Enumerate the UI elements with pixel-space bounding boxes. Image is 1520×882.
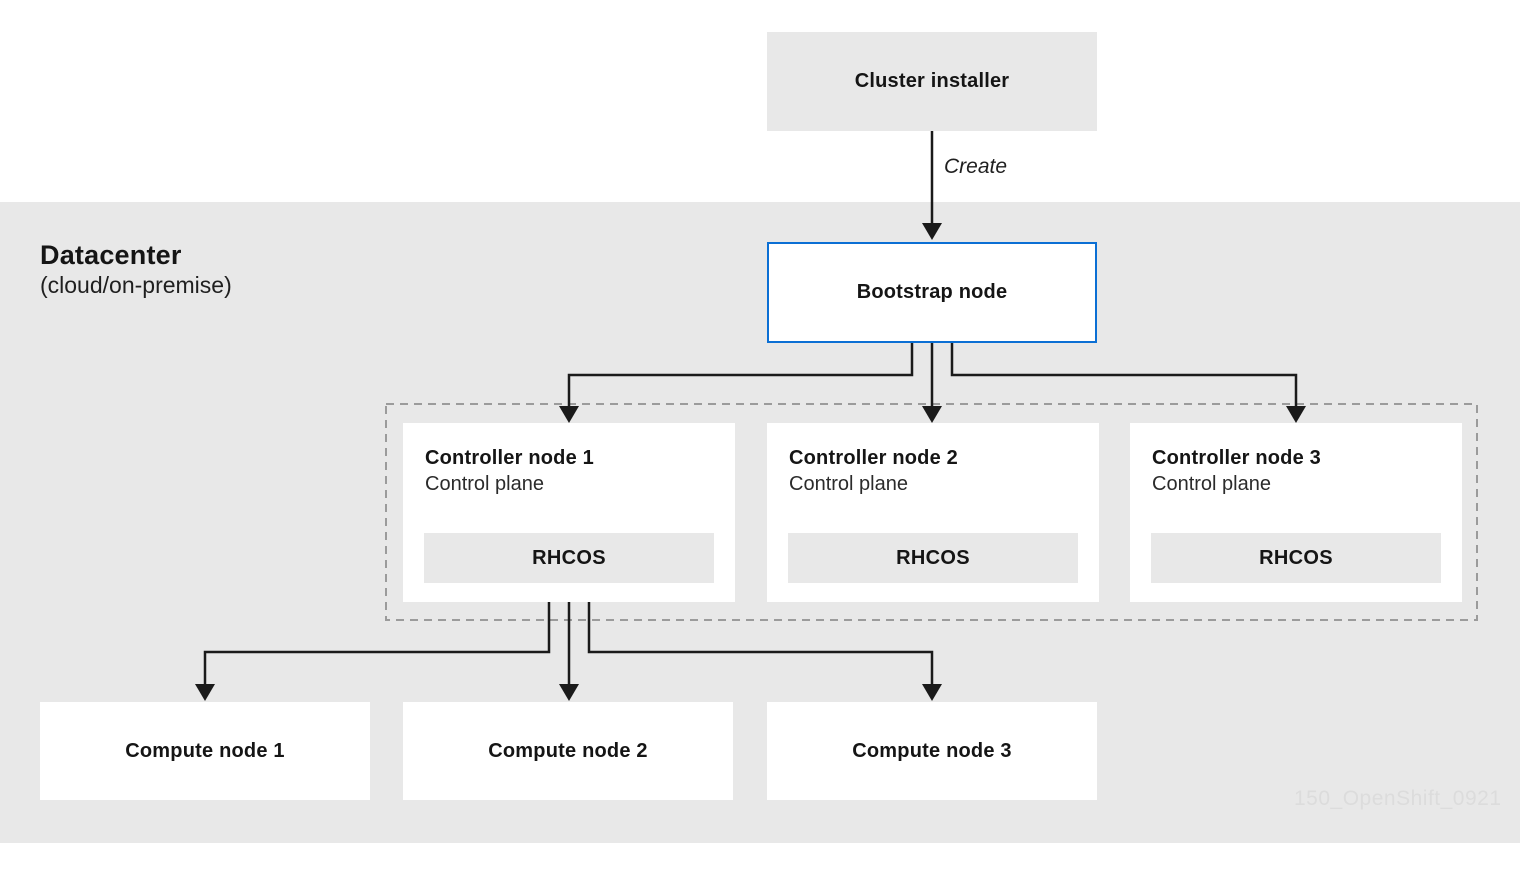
arrowhead-controller-2 (922, 406, 942, 423)
controller-2-title: Controller node 2 (789, 447, 958, 469)
arrowhead-controller-3 (1286, 406, 1306, 423)
datacenter-label: Datacenter (cloud/on-premise) (40, 240, 232, 300)
watermark-text: 150_OpenShift_0921 (1294, 787, 1502, 810)
edge-bootstrap-controller-3 (950, 343, 1298, 407)
edge-controller-compute-3 (587, 602, 934, 685)
edge-controller-compute-1 (203, 602, 551, 685)
controller-3-subtitle: Control plane (1152, 473, 1271, 495)
cluster-installer-node: Cluster installer (767, 32, 1097, 131)
controller-1-title: Controller node 1 (425, 447, 594, 469)
compute-node-2: Compute node 2 (403, 702, 733, 800)
compute-node-3: Compute node 3 (767, 702, 1097, 800)
arrowhead-compute-1 (195, 684, 215, 701)
datacenter-subtitle: (cloud/on-premise) (40, 272, 232, 299)
compute-node-1: Compute node 1 (40, 702, 370, 800)
controller-1-subtitle: Control plane (425, 473, 544, 495)
control-plane-group-border (385, 403, 1478, 621)
compute-3-label: Compute node 3 (852, 739, 1012, 762)
bootstrap-node-label: Bootstrap node (856, 281, 1008, 303)
cluster-installer-label: Cluster installer (854, 70, 1010, 92)
arrowhead-compute-3 (922, 684, 942, 701)
controller-3-rhcos-badge: RHCOS (1151, 533, 1441, 583)
arrowhead-compute-2 (559, 684, 579, 701)
create-edge-label: Create (944, 155, 1008, 178)
arrowhead-controller-1 (559, 406, 579, 423)
compute-2-label: Compute node 2 (488, 739, 648, 762)
edge-bootstrap-controller-1 (567, 343, 914, 407)
controller-2-rhcos-badge: RHCOS (788, 533, 1078, 583)
controller-node-1: Controller node 1 Control plane RHCOS (403, 423, 735, 602)
arrowhead-bootstrap (922, 223, 942, 240)
datacenter-title: Datacenter (40, 240, 182, 270)
controller-node-3: Controller node 3 Control plane RHCOS (1130, 423, 1462, 602)
controller-node-2: Controller node 2 Control plane RHCOS (767, 423, 1099, 602)
controller-1-rhcos-badge: RHCOS (424, 533, 714, 583)
controller-2-subtitle: Control plane (789, 473, 908, 495)
compute-1-label: Compute node 1 (125, 739, 285, 762)
controller-3-title: Controller node 3 (1152, 447, 1321, 469)
bootstrap-node: Bootstrap node (767, 242, 1097, 343)
